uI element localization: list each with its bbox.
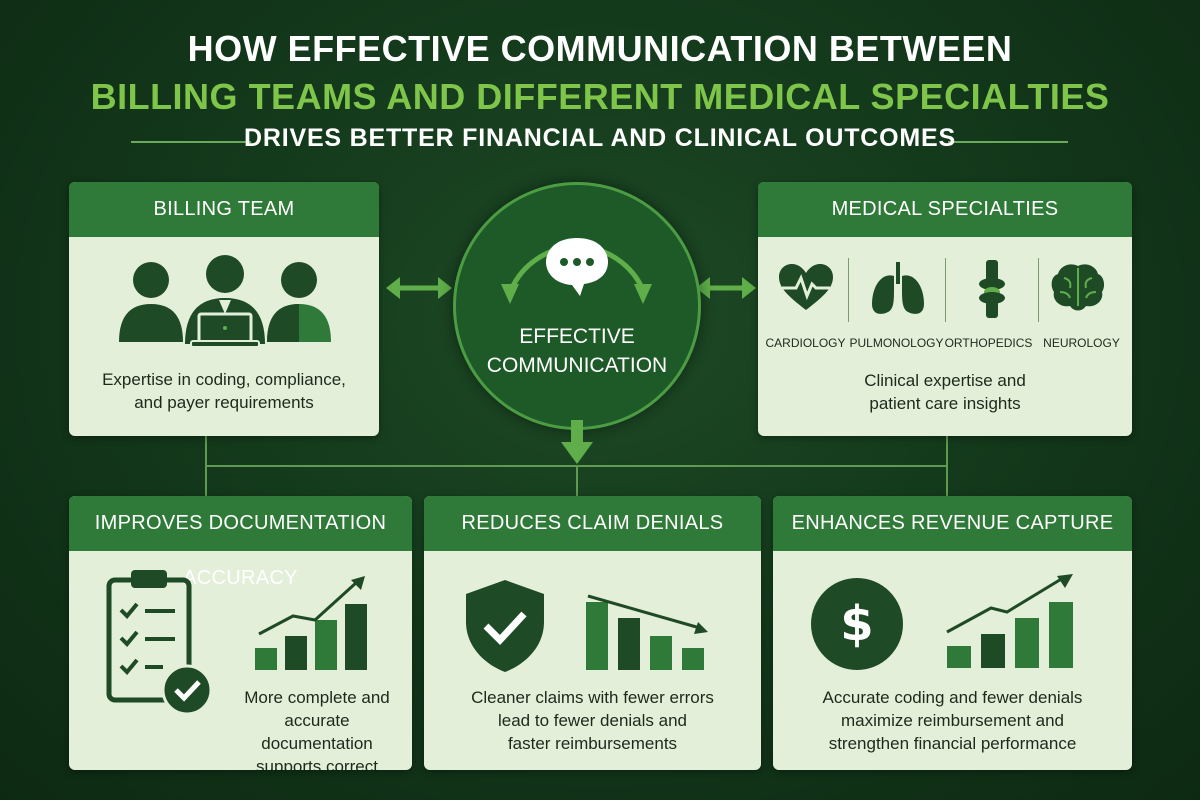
title-line-1: HOW EFFECTIVE COMMUNICATION BETWEEN [187, 28, 1013, 69]
svg-text:$: $ [840, 596, 873, 652]
medical-specialties-title: MEDICAL SPECIALTIES [758, 182, 1132, 237]
speech-bubble-icon [546, 238, 608, 296]
title-line-2: BILLING TEAMS AND DIFFERENT MEDICAL SPEC… [90, 76, 1110, 117]
double-arrow-left-icon [386, 277, 452, 299]
outcome-panel-revenue: ENHANCES REVENUE CAPTURE $ Accurate codi… [773, 496, 1132, 770]
divider [848, 258, 849, 322]
title-rule-right [948, 141, 1068, 143]
outcome-description-documentation: More complete and accurate documentation… [244, 688, 390, 770]
connector-right-vertical [946, 436, 948, 496]
outcome-title-documentation: IMPROVES DOCUMENTATION ACCURACY [69, 496, 412, 589]
outcome-title-revenue: ENHANCES REVENUE CAPTURE [773, 496, 1132, 551]
divider [1038, 258, 1039, 322]
subtitle: DRIVES BETTER FINANCIAL AND CLINICAL OUT… [244, 124, 956, 152]
outcome-title-claim-denials: REDUCES CLAIM DENIALS [424, 496, 761, 551]
billing-team-title: BILLING TEAM [69, 182, 379, 237]
down-arrow-icon [561, 420, 593, 464]
outcome-description-claim-denials: Cleaner claims with fewer errors lead to… [471, 688, 714, 753]
heart-pulse-icon [779, 264, 833, 310]
effective-communication-label: EFFECTIVE COMMUNICATION [486, 325, 668, 377]
revenue-growth-chart-icon [946, 574, 1073, 668]
specialty-label-pulmonology: PULMONOLOGY [849, 336, 944, 350]
communication-cycle-arrows-icon [501, 244, 652, 304]
specialty-label-orthopedics: ORTHOPEDICS [944, 336, 1033, 350]
dollar-coin-icon: $ [811, 578, 903, 670]
connector-center-vertical [576, 466, 578, 496]
double-arrow-right-icon [696, 277, 756, 299]
medical-specialties-description: Clinical expertise and patient care insi… [864, 371, 1026, 413]
billing-team-panel: BILLING TEAM Expertise in coding, compli… [69, 182, 379, 436]
team-people-laptop-icon [119, 255, 331, 348]
clipboard-checklist-icon [106, 570, 213, 716]
outcome-panel-claim-denials: REDUCES CLAIM DENIALS Cleaner claims wit… [424, 496, 761, 770]
bone-joint-icon [979, 260, 1005, 318]
brain-icon [1051, 264, 1105, 311]
title-rule-left [131, 141, 251, 143]
growth-bar-chart-icon [255, 576, 367, 670]
billing-team-description: Expertise in coding, compliance, and pay… [102, 370, 346, 412]
divider [945, 258, 946, 322]
outcome-panel-documentation: IMPROVES DOCUMENTATION ACCURACY More com… [69, 496, 412, 770]
specialty-label-cardiology: CARDIOLOGY [765, 336, 846, 350]
lungs-icon [872, 262, 924, 314]
effective-communication-hub [453, 182, 701, 430]
declining-bar-chart-icon [586, 594, 708, 670]
shield-check-icon [466, 580, 544, 672]
specialty-label-neurology: NEUROLOGY [1043, 336, 1120, 350]
medical-specialties-panel: MEDICAL SPECIALTIES CARDIOLOGY PULMONOLO… [758, 182, 1132, 436]
connector-left-vertical [205, 436, 207, 496]
outcome-description-revenue: Accurate coding and fewer denials maximi… [822, 688, 1083, 753]
